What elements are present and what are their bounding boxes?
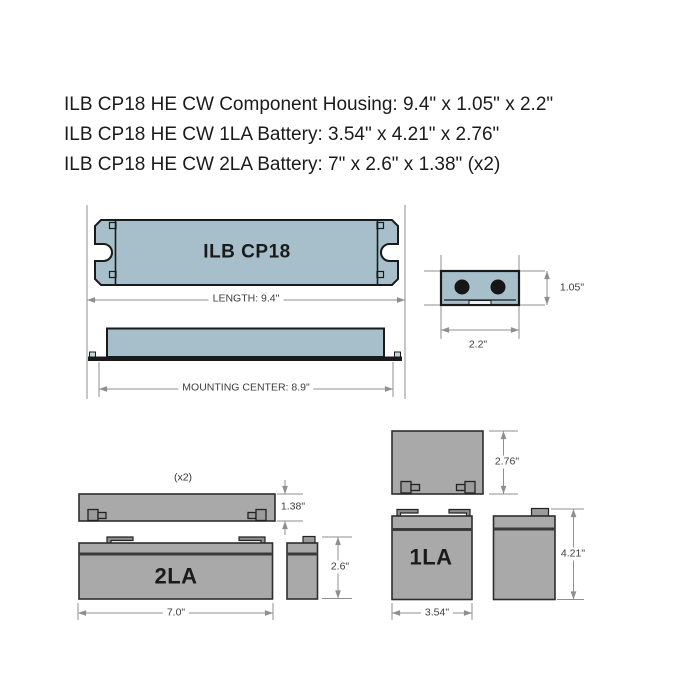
battery-1la-views [391, 430, 584, 620]
battery-2la-qty-label: (x2) [173, 471, 193, 484]
mounting-foot [394, 351, 401, 358]
housing-end-view [424, 255, 550, 339]
battery-2la-width-label: 7.0" [162, 606, 190, 620]
battery-2la-top-terminals [87, 508, 267, 522]
housing-top-outline [94, 219, 399, 286]
mount-tab-mark [376, 270, 385, 279]
housing-name-label: ILB CP18 [203, 241, 291, 263]
wire-hole [454, 279, 470, 295]
battery-1la-name-label: 1LA [409, 544, 453, 570]
battery-2la-side-view [286, 542, 319, 600]
battery-2la-views [77, 480, 352, 620]
battery-2la-thickness-label: 1.38" [276, 500, 310, 514]
battery-terminal [106, 536, 134, 544]
end-view-latch [468, 300, 492, 305]
title-line-1la: ILB CP18 HE CW 1LA Battery: 3.54" x 4.21… [64, 124, 500, 145]
battery-terminal [448, 508, 471, 517]
battery-2la-front-view [78, 542, 274, 600]
mount-tab-mark [108, 221, 117, 230]
housing-end-outline [439, 269, 521, 307]
housing-top-view [94, 219, 399, 286]
end-height-dimension-label: 1.05" [555, 281, 589, 295]
housing-side-body [106, 327, 385, 358]
title-line-2la: ILB CP18 HE CW 2LA Battery: 7" x 2.6" x … [64, 154, 501, 175]
mounting-plate [88, 356, 402, 361]
housing-side-view [88, 327, 402, 361]
battery-2la-height-label: 2.6" [326, 560, 354, 574]
wire-hole [490, 279, 506, 295]
battery-1la-width-label: 3.54" [420, 606, 454, 620]
battery-terminal [302, 535, 316, 544]
battery-1la-top-terminals [400, 480, 476, 494]
battery-2la-top-view [78, 493, 276, 522]
battery-terminal [530, 507, 550, 517]
length-dimension-label: LENGTH: 9.4" [208, 292, 284, 306]
mounting-foot [89, 351, 96, 358]
battery-terminal [238, 536, 266, 544]
battery-2la-name-label: 2LA [154, 563, 198, 589]
title-block: ILB CP18 HE CW Component Housing: 9.4" x… [64, 90, 553, 180]
battery-1la-depth-label: 2.76" [490, 455, 524, 469]
mount-tab-mark [108, 270, 117, 279]
mounting-center-dimension-label: MOUNTING CENTER: 8.9" [178, 381, 314, 395]
mount-tab-mark [376, 221, 385, 230]
battery-1la-height-label: 4.21" [556, 547, 590, 561]
end-width-dimension-label: 2.2" [464, 338, 492, 352]
title-line-housing: ILB CP18 HE CW Component Housing: 9.4" x… [64, 94, 554, 115]
dim-2la-thickness [277, 480, 303, 535]
battery-terminal [396, 508, 419, 517]
